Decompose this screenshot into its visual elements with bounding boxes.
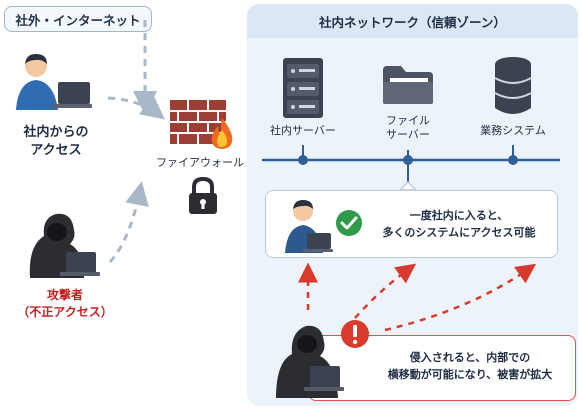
file-server-label: ファイル サーバー (363, 114, 453, 142)
server-icon (283, 58, 323, 118)
lock-icon (189, 176, 217, 214)
fire-icon (211, 118, 233, 149)
check-icon (336, 210, 362, 236)
business-system-label: 業務システム (480, 124, 546, 137)
internal-user-icon (16, 54, 92, 110)
intruder-icon (276, 325, 344, 398)
trusted-zone-title: 社内ネットワーク（信頼ゾーン） (247, 4, 578, 38)
file-server-label-line2: サーバー (386, 127, 430, 141)
attacker-label: 攻撃者 （不正アクセス） (10, 287, 120, 321)
warning-line1: 侵入されると、内部での (409, 351, 531, 364)
alert-icon (341, 320, 369, 348)
callout-line1: 一度社内に入ると、 (409, 209, 509, 222)
insider-user-icon (285, 200, 333, 253)
firewall-icon (170, 100, 226, 144)
attacker-icon (29, 213, 100, 278)
file-server-label-line1: ファイル (386, 114, 430, 127)
internal-user-label-line1: 社内からの (23, 125, 89, 140)
warning-line2: 横移動が可能になり、被害が拡大 (387, 367, 553, 381)
outside-internet-label: 社外・インターネット (4, 6, 152, 32)
internal-server-label: 社内サーバー (270, 124, 336, 137)
internal-user-label: 社内からの アクセス (6, 124, 106, 159)
attacker-label-line1: 攻撃者 (46, 288, 83, 302)
attacker-label-line2: （不正アクセス） (17, 304, 113, 319)
internal-user-label-line2: アクセス (30, 142, 82, 158)
callout-message: 一度社内に入ると、 多くのシステムにアクセス可能 (366, 208, 552, 241)
callout-line2: 多くのシステムにアクセス可能 (382, 225, 536, 239)
database-icon (494, 57, 532, 114)
folder-icon (383, 66, 433, 104)
warning-message: 侵入されると、内部での 横移動が可能になり、被害が拡大 (370, 350, 570, 383)
firewall-label: ファイアウォール (156, 156, 244, 169)
